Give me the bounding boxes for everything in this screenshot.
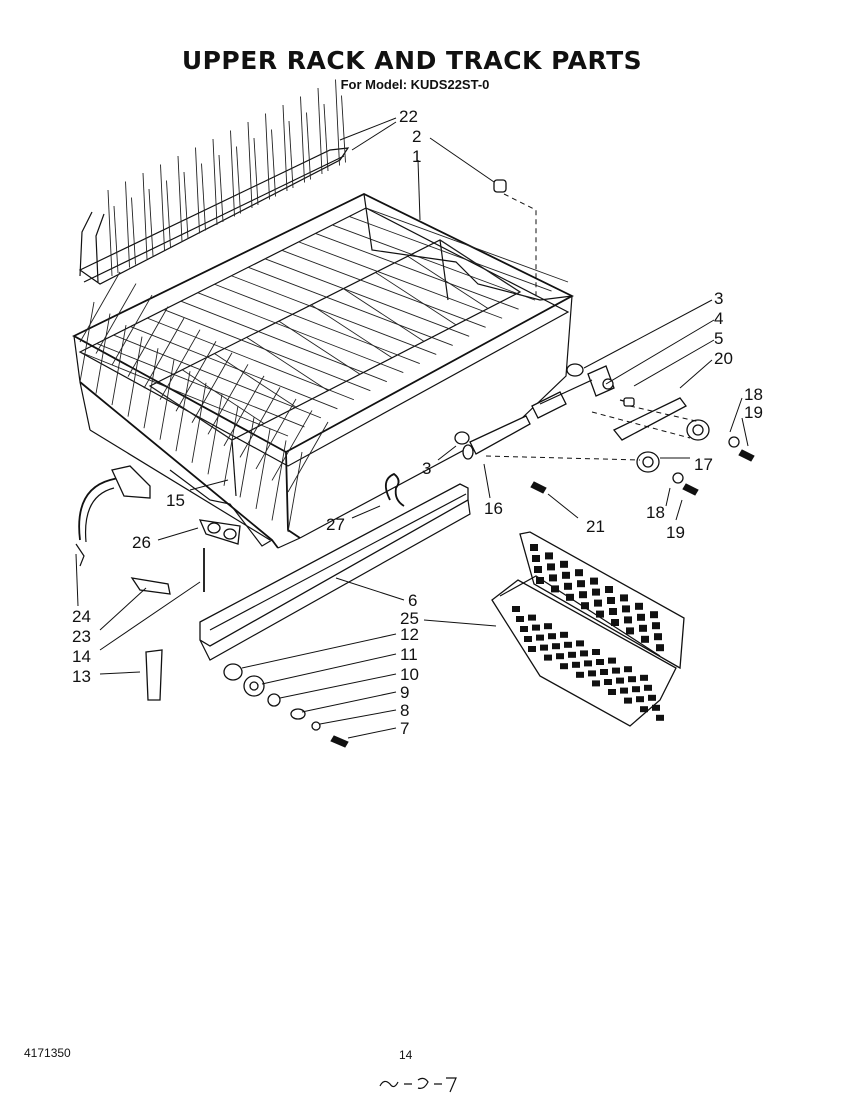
callout-labels: 22 2 1 3 4 5 20 18 19 17 3 16 21 18 19 1… — [72, 107, 763, 738]
callout-10: 10 — [400, 665, 419, 684]
callout-17: 17 — [694, 455, 713, 474]
callout-21: 21 — [586, 517, 605, 536]
callout-26: 26 — [132, 533, 151, 552]
callout-11: 11 — [400, 645, 418, 664]
handwritten-mark — [379, 1077, 457, 1093]
callout-16: 16 — [484, 499, 503, 518]
callout-15: 15 — [166, 491, 185, 510]
callout-22: 22 — [399, 107, 418, 126]
track-rail-drawing — [199, 483, 471, 748]
callout-5: 5 — [714, 329, 723, 348]
callout-4: 4 — [714, 309, 723, 328]
callout-leader-lines — [75, 117, 749, 739]
callout-14: 14 — [72, 647, 91, 666]
tine-row-drawing — [78, 79, 350, 285]
callout-9: 9 — [400, 683, 409, 702]
callout-1: 1 — [412, 147, 421, 166]
callout-8: 8 — [400, 701, 409, 720]
callout-27: 27 — [326, 515, 345, 534]
callout-19: 19 — [744, 403, 763, 422]
callout-18-lower: 18 — [646, 503, 665, 522]
cutlery-basket-drawing — [491, 531, 685, 727]
track-hardware-drawing — [454, 179, 755, 496]
callout-13: 13 — [72, 667, 91, 686]
model-subtitle: For Model: KUDS22ST-0 — [340, 77, 490, 92]
callout-3-rear: 3 — [422, 459, 431, 478]
callout-20: 20 — [714, 349, 733, 368]
document-number: 4171350 — [24, 1046, 71, 1060]
callout-19-lower: 19 — [666, 523, 685, 542]
callout-12: 12 — [400, 625, 419, 644]
upper-rack-basket-drawing — [72, 192, 574, 549]
page-number: 14 — [399, 1048, 413, 1062]
callout-23: 23 — [72, 627, 91, 646]
callout-2: 2 — [412, 127, 421, 146]
callout-3: 3 — [714, 289, 723, 308]
callout-24: 24 — [72, 607, 91, 626]
callout-18: 18 — [744, 385, 763, 404]
callout-6: 6 — [408, 591, 417, 610]
loose-parts-drawing — [75, 465, 405, 701]
callout-25: 25 — [400, 609, 419, 628]
callout-7: 7 — [400, 719, 409, 738]
page-title: UPPER RACK AND TRACK PARTS — [181, 46, 643, 75]
